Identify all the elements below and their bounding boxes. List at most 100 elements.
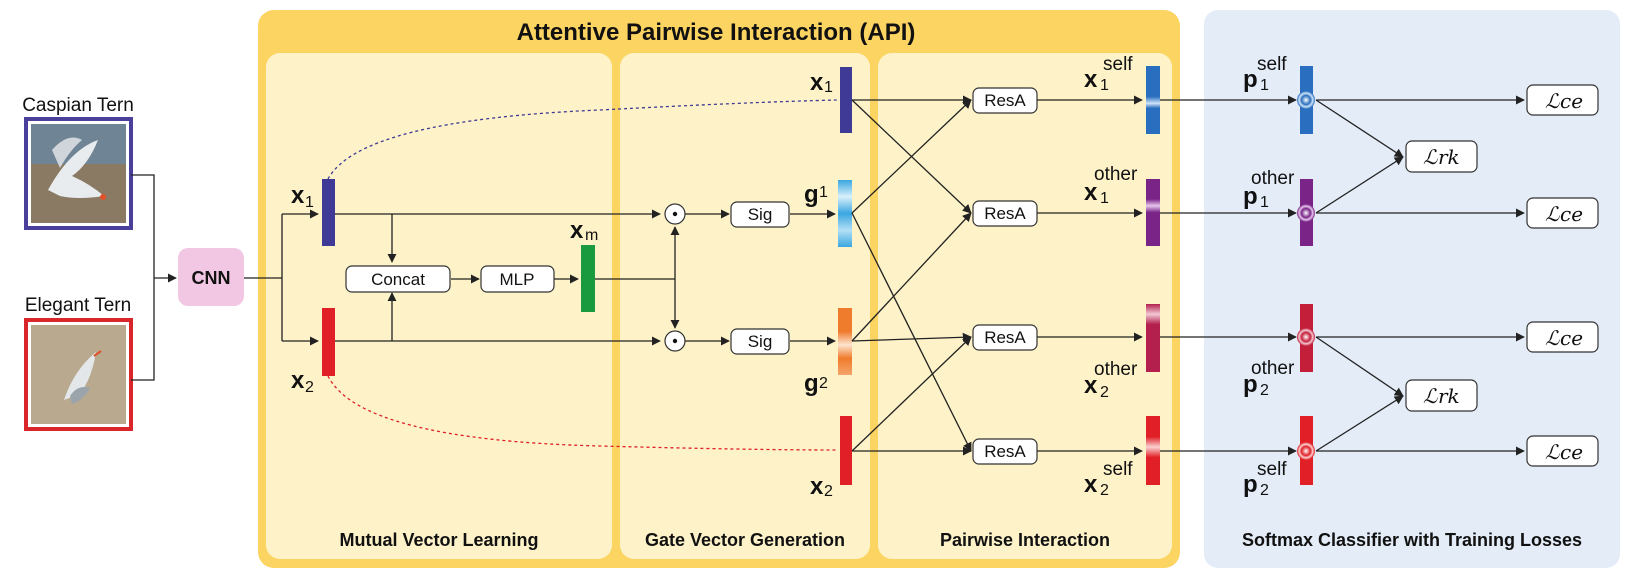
mutual-connectors (335, 209, 680, 346)
section-pairwise-label: Pairwise Interaction (940, 530, 1110, 550)
cnn-connectors (244, 209, 319, 346)
svg-text:self: self (1103, 54, 1133, 75)
img2-label: Elegant Tern (25, 295, 131, 316)
sig-block-2 (730, 328, 790, 355)
svg-text:1: 1 (824, 79, 833, 96)
input-connectors (131, 174, 177, 381)
svg-text:x: x (291, 182, 305, 209)
svg-text:x: x (291, 367, 305, 394)
odot-node-2 (664, 330, 686, 352)
svg-text:2: 2 (1260, 382, 1269, 399)
svg-text:ℒ: ℒ (1545, 326, 1560, 350)
cnn-label: CNN (192, 268, 231, 288)
svg-text:p: p (1243, 183, 1258, 210)
ce-loss-2: ℒ ce (1526, 197, 1599, 229)
x1-self-label: x 1 self (1084, 54, 1133, 94)
svg-text:rk: rk (1438, 145, 1460, 169)
g2-vector (838, 308, 852, 375)
svg-text:ℒ: ℒ (1423, 145, 1438, 169)
sig-label-2: Sig (748, 332, 773, 351)
svg-text:ResA: ResA (984, 328, 1026, 347)
svg-text:self: self (1103, 459, 1133, 480)
gate-connectors (685, 209, 836, 346)
svg-text:ResA: ResA (984, 204, 1026, 223)
elegant-tern-image (24, 318, 133, 431)
concat-label: Concat (371, 270, 425, 289)
svg-text:p: p (1243, 371, 1258, 398)
pairwise-connectors (851, 95, 1143, 456)
svg-text:2: 2 (1260, 482, 1269, 499)
svg-text:x: x (1084, 372, 1098, 399)
svg-text:1: 1 (1100, 190, 1109, 207)
svg-text:ℒ: ℒ (1423, 384, 1438, 408)
svg-text:x: x (810, 473, 824, 500)
g1-label: g 1 (804, 181, 828, 208)
xm-label: x m (570, 217, 598, 244)
svg-text:g: g (804, 181, 819, 208)
p1-other-label: p 1 other (1243, 168, 1295, 211)
softmax-connectors (1160, 95, 1525, 456)
section-softmax-label: Softmax Classifier with Training Losses (1242, 530, 1582, 550)
svg-text:1: 1 (819, 184, 828, 201)
g1-vector (838, 180, 852, 247)
x2-other-vector (1146, 304, 1160, 372)
ce-loss-1: ℒ ce (1526, 84, 1599, 116)
svg-text:2: 2 (819, 375, 828, 392)
svg-text:g: g (804, 370, 819, 397)
resa-block-4: ResA (972, 438, 1038, 465)
p1-self-label: p 1 self (1243, 54, 1287, 94)
svg-text:other: other (1094, 359, 1138, 380)
resa-block-1: ResA (972, 87, 1038, 114)
svg-text:1: 1 (305, 194, 314, 211)
svg-text:ℒ: ℒ (1545, 89, 1560, 113)
caspian-tern-image (24, 117, 133, 230)
concat-block (345, 265, 451, 293)
api-title: Attentive Pairwise Interaction (API) (517, 19, 916, 46)
p1-self-vector (1297, 66, 1315, 134)
x1-right-vector (840, 67, 852, 133)
ce-loss-3: ℒ ce (1526, 321, 1599, 353)
p2-other-vector (1297, 304, 1315, 372)
svg-text:p: p (1243, 471, 1258, 498)
p2-self-label: p 2 self (1243, 459, 1287, 499)
img1-label: Caspian Tern (22, 95, 134, 116)
svg-text:ce: ce (1560, 326, 1583, 350)
x2-left-label: x 2 (291, 367, 314, 396)
svg-text:other: other (1251, 358, 1295, 379)
x2-right-label: x 2 (810, 473, 833, 500)
p2-other-label: p 2 other (1243, 358, 1295, 399)
svg-text:ResA: ResA (984, 442, 1026, 461)
mlp-label: MLP (500, 270, 535, 289)
svg-text:p: p (1243, 66, 1258, 93)
svg-text:x: x (810, 69, 824, 96)
panel-gate (620, 53, 870, 559)
x2-right-vector (840, 416, 852, 485)
p2-self-vector (1297, 416, 1315, 485)
odot-node-1 (664, 203, 686, 225)
svg-text:1: 1 (1260, 77, 1269, 94)
svg-text:2: 2 (305, 379, 314, 396)
resa-block-3: ResA (972, 324, 1038, 351)
svg-text:other: other (1251, 168, 1295, 189)
x1-vector (322, 179, 335, 246)
svg-text:1: 1 (1100, 77, 1109, 94)
p1-other-vector (1297, 179, 1315, 246)
svg-text:ce: ce (1560, 202, 1583, 226)
svg-text:rk: rk (1438, 384, 1460, 408)
resa-block-2: ResA (972, 200, 1038, 227)
svg-text:m: m (585, 227, 598, 244)
svg-text:x: x (1084, 66, 1098, 93)
mlp-block (480, 265, 555, 293)
section-mutual-label: Mutual Vector Learning (339, 530, 538, 550)
sig-label-1: Sig (748, 205, 773, 224)
svg-text:x: x (1084, 179, 1098, 206)
svg-text:ℒ: ℒ (1545, 440, 1560, 464)
svg-text:self: self (1257, 54, 1287, 75)
section-gate-label: Gate Vector Generation (645, 530, 845, 550)
x1-dashed-link (327, 99, 839, 180)
x2-self-label: x 2 self (1084, 459, 1133, 499)
panel-mutual (266, 53, 612, 559)
svg-text:self: self (1257, 459, 1287, 480)
x1-other-vector (1146, 179, 1160, 246)
